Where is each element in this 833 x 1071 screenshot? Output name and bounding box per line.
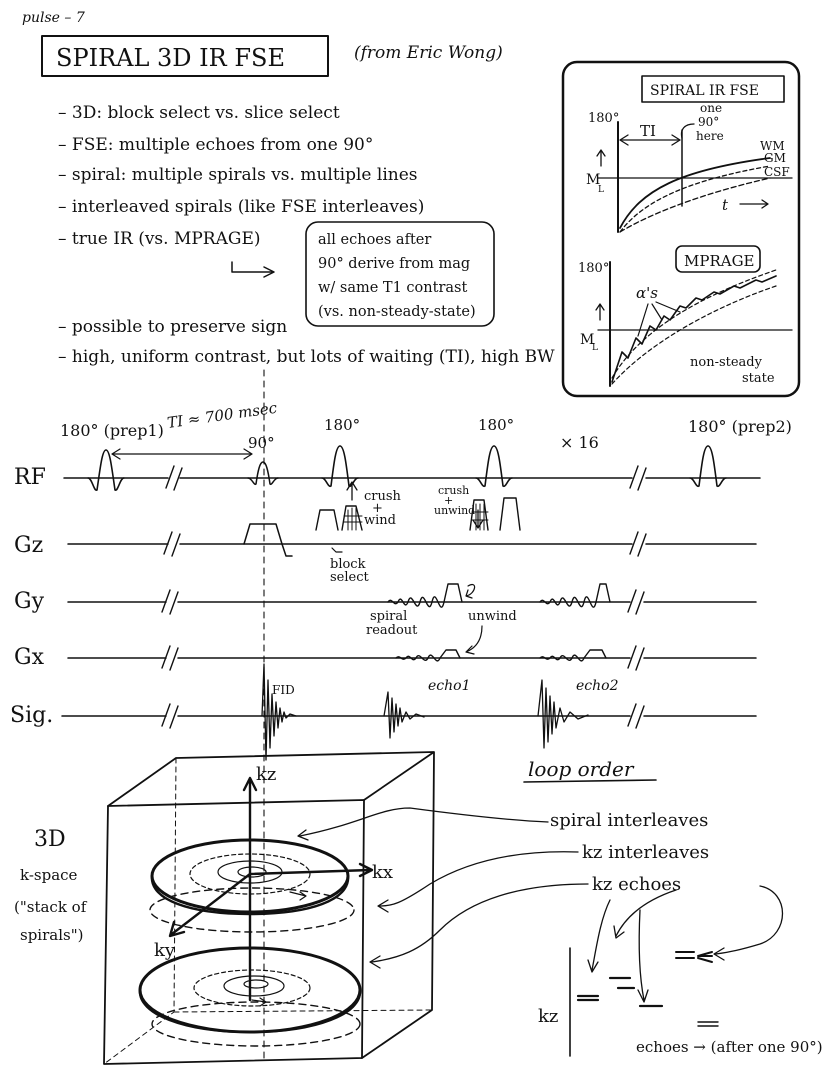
inset-mprage-state: state — [742, 371, 775, 386]
rf-prep1-label: 180° (prep1) — [60, 421, 164, 440]
inset-spiral-title: SPIRAL IR FSE — [650, 83, 759, 99]
kspace-label: 3D — [34, 827, 66, 852]
notes-list: – 3D: block select vs. slice select – FS… — [58, 103, 555, 367]
inset-spiral-note: 90° — [698, 115, 719, 129]
inset-spiral-axis-t: t — [722, 196, 729, 214]
inset-mprage-180: 180° — [578, 261, 609, 276]
curve-label-csf: CSF — [764, 165, 790, 179]
crush-unwind-label: crush — [438, 484, 469, 497]
kspace-label: k-space — [20, 866, 78, 884]
spiral-readout-label: spiral — [370, 609, 407, 624]
inset-spiral-ti: TI — [640, 122, 656, 140]
note-item: – possible to preserve sign — [58, 317, 287, 337]
crush-wind-label: crush — [364, 489, 402, 504]
loop-axis-kz: kz — [538, 1006, 558, 1027]
arrow-icon — [231, 261, 273, 273]
spiral-readout-label: readout — [366, 623, 418, 638]
inset-spiral-axis-m-sub: L — [598, 185, 604, 195]
repeat-label: × 16 — [560, 433, 599, 452]
row-label-gy: Gy — [14, 589, 45, 614]
crush-wind-label: + — [372, 501, 383, 516]
echo1-label: echo1 — [428, 678, 470, 694]
inset-mprage-alphas: α's — [636, 284, 658, 302]
inset-mprage-axis-m-sub: L — [592, 343, 598, 353]
inset-mprage-state: non-steady — [690, 355, 763, 370]
callout-line: (vs. non-steady-state) — [318, 304, 476, 320]
note-item: – 3D: block select vs. slice select — [58, 103, 340, 123]
kspace-label: spirals") — [20, 926, 83, 944]
note-item: – FSE: multiple echoes from one 90° — [58, 135, 373, 155]
inset-mprage-axis-m: M — [580, 332, 594, 348]
crush-wind-label: wind — [364, 513, 396, 528]
rf-180b-label: 180° — [478, 416, 514, 434]
title-box — [41, 35, 329, 77]
callout-line: w/ same T1 contrast — [318, 280, 467, 296]
block-select-label: block — [330, 557, 366, 572]
inset-spiral-note: here — [696, 129, 724, 143]
axis-kx: kx — [372, 862, 393, 883]
crush-unwind-label: + — [444, 494, 453, 507]
callout-box — [305, 221, 495, 327]
rf-prep2-label: 180° (prep2) — [688, 417, 792, 436]
axis-ky: ky — [154, 940, 176, 961]
rf-90-label: 90° — [248, 434, 275, 452]
unwind-label: unwind — [468, 609, 517, 624]
fid-label: FID — [272, 683, 295, 697]
inset-spiral-180: 180° — [588, 111, 619, 126]
block-select-label: select — [330, 570, 369, 585]
page-label: pulse – 7 — [22, 10, 85, 26]
curve-label-wm: WM — [760, 139, 785, 153]
kspace-diagram: 3D k-space ("stack of spirals") kz kx ky — [14, 751, 435, 1065]
inset-panel — [561, 60, 801, 398]
attribution: (from Eric Wong) — [354, 43, 503, 63]
inset-mprage-title-box — [675, 245, 761, 273]
inset-mprage-title: MPRAGE — [684, 252, 755, 270]
callout-line: all echoes after — [318, 232, 431, 248]
inset-spiral-axis-m: M — [586, 172, 600, 188]
kspace-label: ("stack of — [14, 898, 88, 916]
row-label-sig: Sig. — [10, 703, 53, 728]
row-label-gz: Gz — [14, 533, 43, 558]
loop-order: loop order spiral interleaves kz interle… — [297, 757, 823, 1057]
loop-order-title: loop order — [528, 757, 635, 781]
echoes-note: echoes → (after one 90°) — [636, 1038, 823, 1056]
loop-order-item: spiral interleaves — [550, 810, 708, 831]
inset-spiral-title-box — [641, 75, 785, 103]
note-item: – spiral: multiple spirals vs. multiple … — [58, 165, 418, 185]
pulse-sequence: RF Gz Gy Gx Sig. 180° (prep1) TI ≈ 700 m… — [10, 369, 792, 1061]
page-title: SPIRAL 3D IR FSE — [56, 44, 285, 72]
callout-line: 90° derive from mag — [318, 256, 470, 272]
row-label-rf: RF — [14, 465, 46, 490]
note-item: – high, uniform contrast, but lots of wa… — [58, 347, 555, 367]
curve-label-gm: GM — [764, 151, 786, 165]
row-label-gx: Gx — [14, 645, 45, 670]
note-item: – true IR (vs. MPRAGE) — [58, 229, 261, 249]
rf-180a-label: 180° — [324, 416, 360, 434]
inset-spiral-note: one — [700, 101, 722, 115]
axis-kz: kz — [256, 764, 276, 785]
note-item: – interleaved spirals (like FSE interlea… — [58, 197, 424, 217]
loop-order-item: kz echoes — [592, 874, 681, 895]
loop-order-item: kz interleaves — [582, 842, 709, 863]
crush-unwind-label: unwind — [434, 504, 475, 517]
echo2-label: echo2 — [576, 678, 619, 694]
ti-label: TI ≈ 700 msec — [166, 399, 279, 432]
